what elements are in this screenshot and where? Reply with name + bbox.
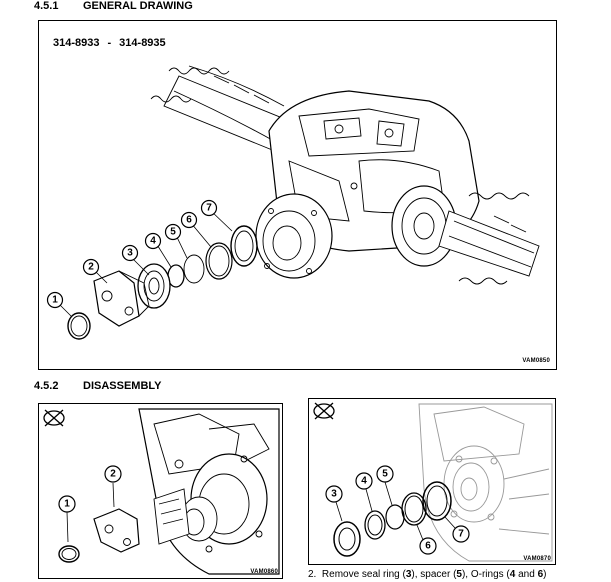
callout-1: 1: [46, 291, 64, 309]
exploded-axle-drawing: 1 2 3 4 5 6 7: [46, 65, 540, 340]
svg-text:1: 1: [64, 499, 70, 510]
svg-text:3: 3: [127, 248, 133, 259]
callout-7: 7: [200, 199, 218, 217]
caption-text: ): [543, 569, 547, 580]
callout-2: 2: [82, 258, 100, 276]
callout-6: 6: [419, 537, 437, 555]
disassembly-drawing-1: 1 2 VAM0860: [38, 403, 283, 579]
callout-5: 5: [164, 223, 182, 241]
general-drawing-frame: 314-8933-314-8935: [38, 20, 557, 370]
section-heading-disassembly: 4.5.2 DISASSEMBLY: [34, 380, 294, 394]
caption-text: Remove seal ring (: [321, 569, 406, 580]
callout-2: 2: [104, 465, 122, 483]
caption-ref: 3: [405, 569, 412, 580]
section-number: 4.5.2: [34, 380, 59, 392]
callout-3: 3: [325, 485, 343, 503]
drawing-code: VAM0850: [522, 358, 550, 364]
step-caption: 2. Remove seal ring (3), spacer (5), O-r…: [308, 569, 546, 580]
svg-text:6: 6: [186, 215, 192, 226]
part-number-to: 314-8935: [119, 37, 166, 49]
svg-text:2: 2: [88, 262, 94, 273]
svg-text:5: 5: [382, 469, 388, 480]
ring-removal-drawing: 3 4 5 6 7: [313, 402, 553, 562]
part-number-from: 314-8933: [53, 37, 100, 49]
svg-text:3: 3: [331, 489, 337, 500]
svg-text:7: 7: [206, 203, 212, 214]
section-number: 4.5.1: [34, 0, 59, 12]
svg-text:4: 4: [361, 476, 367, 487]
callout-7: 7: [452, 525, 470, 543]
svg-text:7: 7: [458, 529, 464, 540]
caption-text: ), spacer (: [411, 569, 457, 580]
drawing-code: VAM0870: [523, 556, 551, 562]
wrench-cross-icon: [313, 402, 335, 420]
callout-1: 1: [58, 495, 76, 513]
svg-text:2: 2: [110, 469, 116, 480]
caption-ref: 4: [509, 569, 516, 580]
step-number: 2.: [308, 569, 317, 580]
caption-ref: 5: [456, 569, 462, 580]
drawing-code: VAM0860: [250, 569, 278, 575]
callout-5: 5: [376, 465, 394, 483]
yoke-removal-drawing: 1 2: [43, 408, 280, 575]
callout-6: 6: [180, 211, 198, 229]
caption-text: ), O-rings (: [461, 569, 510, 580]
disassembly-drawing-2: 3 4 5 6 7 VAM0870: [308, 398, 556, 565]
section-title: DISASSEMBLY: [83, 380, 162, 392]
wrench-cross-icon: [43, 409, 65, 427]
callout-3: 3: [121, 244, 139, 262]
section-title: GENERAL DRAWING: [83, 0, 193, 12]
svg-text:5: 5: [170, 227, 176, 238]
svg-text:4: 4: [150, 236, 156, 247]
callout-4: 4: [144, 232, 162, 250]
part-number-separator: -: [107, 37, 112, 49]
svg-text:1: 1: [52, 295, 58, 306]
svg-text:6: 6: [425, 541, 431, 552]
part-numbers: 314-8933-314-8935: [53, 37, 166, 49]
section-heading-general: 4.5.1 GENERAL DRAWING: [34, 0, 294, 14]
caption-text: and: [515, 569, 538, 580]
callout-4: 4: [355, 472, 373, 490]
caption-ref: 6: [537, 569, 544, 580]
